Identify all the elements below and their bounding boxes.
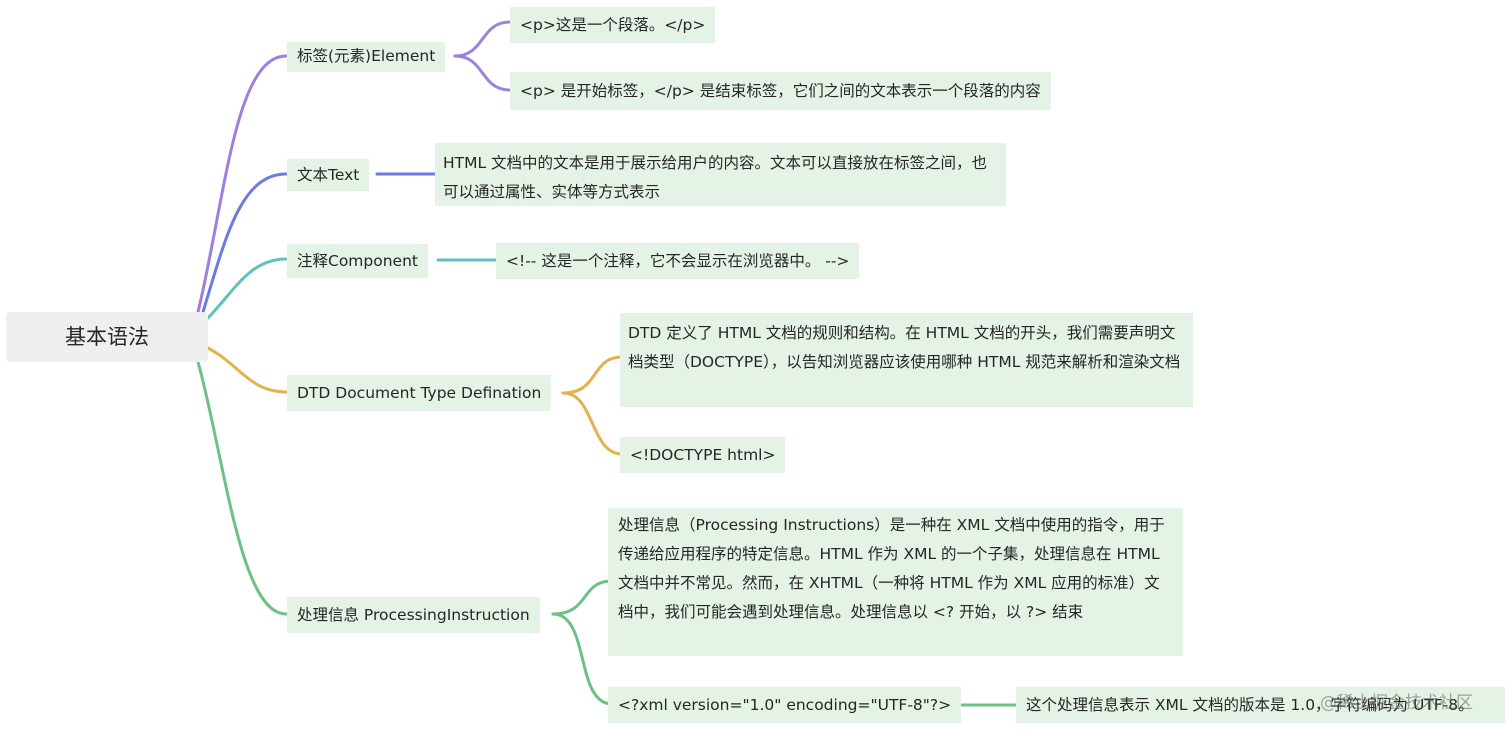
xml-declaration-explanation-node[interactable]: 这个处理信息表示 XML 文档的版本是 1.0，字符编码为 UTF-8。: [1016, 687, 1505, 723]
element-example-node[interactable]: <p>这是一个段落。</p>: [510, 7, 716, 43]
branch-dtd[interactable]: DTD Document Type Defination: [287, 375, 552, 411]
branch-processing-instruction[interactable]: 处理信息 ProcessingInstruction: [287, 597, 540, 633]
dtd-explanation-node[interactable]: DTD 定义了 HTML 文档的规则和结构。在 HTML 文档的开头，我们需要声…: [620, 313, 1193, 407]
xml-declaration-node[interactable]: <?xml version="1.0" encoding="UTF-8"?>: [608, 687, 962, 723]
branch-comment[interactable]: 注释Component: [287, 244, 428, 278]
pi-explanation-node[interactable]: 处理信息（Processing Instructions）是一种在 XML 文档…: [608, 508, 1183, 656]
connector-text: [201, 172, 288, 314]
doctype-example-node[interactable]: <!DOCTYPE html>: [620, 437, 786, 473]
connector-pi: [196, 360, 288, 616]
watermark: @稀土掘金技术社区: [1320, 693, 1473, 713]
comment-example-node[interactable]: <!-- 这是一个注释，它不会显示在浏览器中。 -->: [496, 243, 860, 279]
connector-comment: [206, 257, 288, 320]
connector-element: [196, 54, 288, 314]
text-explanation-node[interactable]: HTML 文档中的文本是用于展示给用户的内容。文本可以直接放在标签之间，也可以通…: [435, 143, 1006, 206]
element-explanation-node[interactable]: <p> 是开始标签，</p> 是结束标签，它们之间的文本表示一个段落的内容: [510, 72, 1051, 110]
branch-text[interactable]: 文本Text: [287, 159, 370, 191]
root-node[interactable]: 基本语法: [6, 312, 208, 362]
connector-dtd: [206, 346, 288, 394]
branch-element[interactable]: 标签(元素)Element: [287, 42, 446, 72]
